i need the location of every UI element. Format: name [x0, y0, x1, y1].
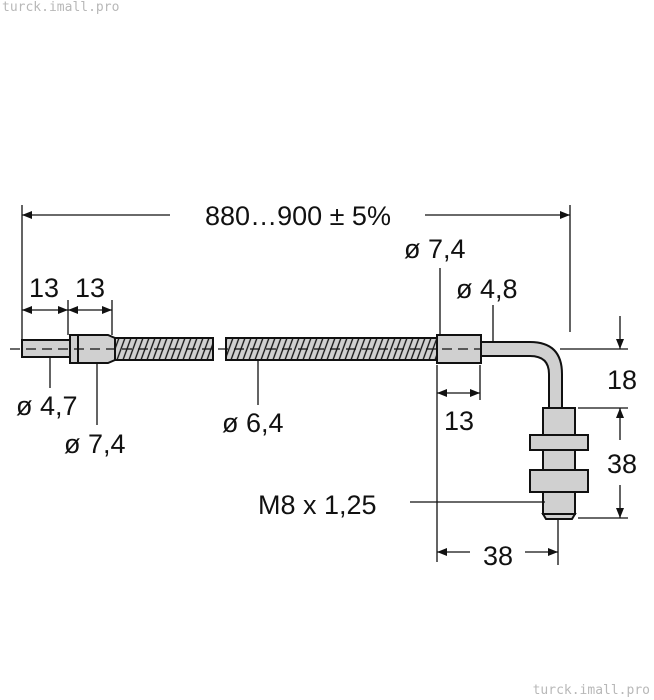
diameter-braided-cable-label: ø 6,4	[222, 408, 284, 438]
thread-spec-label: M8 x 1,25	[258, 490, 377, 520]
total-length-label: 880…900 ± 5%	[205, 201, 391, 231]
thread-length-label: 38	[607, 449, 637, 479]
bend-height-dimension: 18	[560, 316, 637, 395]
thread-length-dimension: 38	[578, 407, 637, 519]
horizontal-offset-dimension: 38	[436, 365, 559, 571]
left-segment-dimensions: 13 13	[22, 273, 113, 335]
diameter-labels: ø 4,7 ø 7,4 ø 6,4 ø 7,4 ø 4,8	[16, 234, 518, 459]
diameter-right-ferrule-label: ø 7,4	[404, 234, 466, 264]
left-segment-1-label: 13	[29, 273, 59, 303]
watermark-bottom: turck.imall.pro	[532, 683, 650, 698]
total-length-dimension: 880…900 ± 5%	[21, 201, 571, 345]
watermark-top: turck.imall.pro	[2, 0, 120, 15]
bend-height-label: 18	[607, 365, 637, 395]
diameter-tube-label: ø 4,8	[456, 274, 518, 304]
right-ferrule-dimension: 13	[437, 365, 481, 436]
diameter-thin-cable-label: ø 4,7	[16, 391, 78, 421]
horizontal-offset-label: 38	[483, 541, 513, 571]
left-segment-2-label: 13	[75, 273, 105, 303]
thread-spec-callout: M8 x 1,25	[258, 490, 545, 520]
right-ferrule-length-label: 13	[444, 406, 474, 436]
diameter-left-ferrule-label: ø 7,4	[64, 429, 126, 459]
cable-body	[10, 334, 589, 520]
